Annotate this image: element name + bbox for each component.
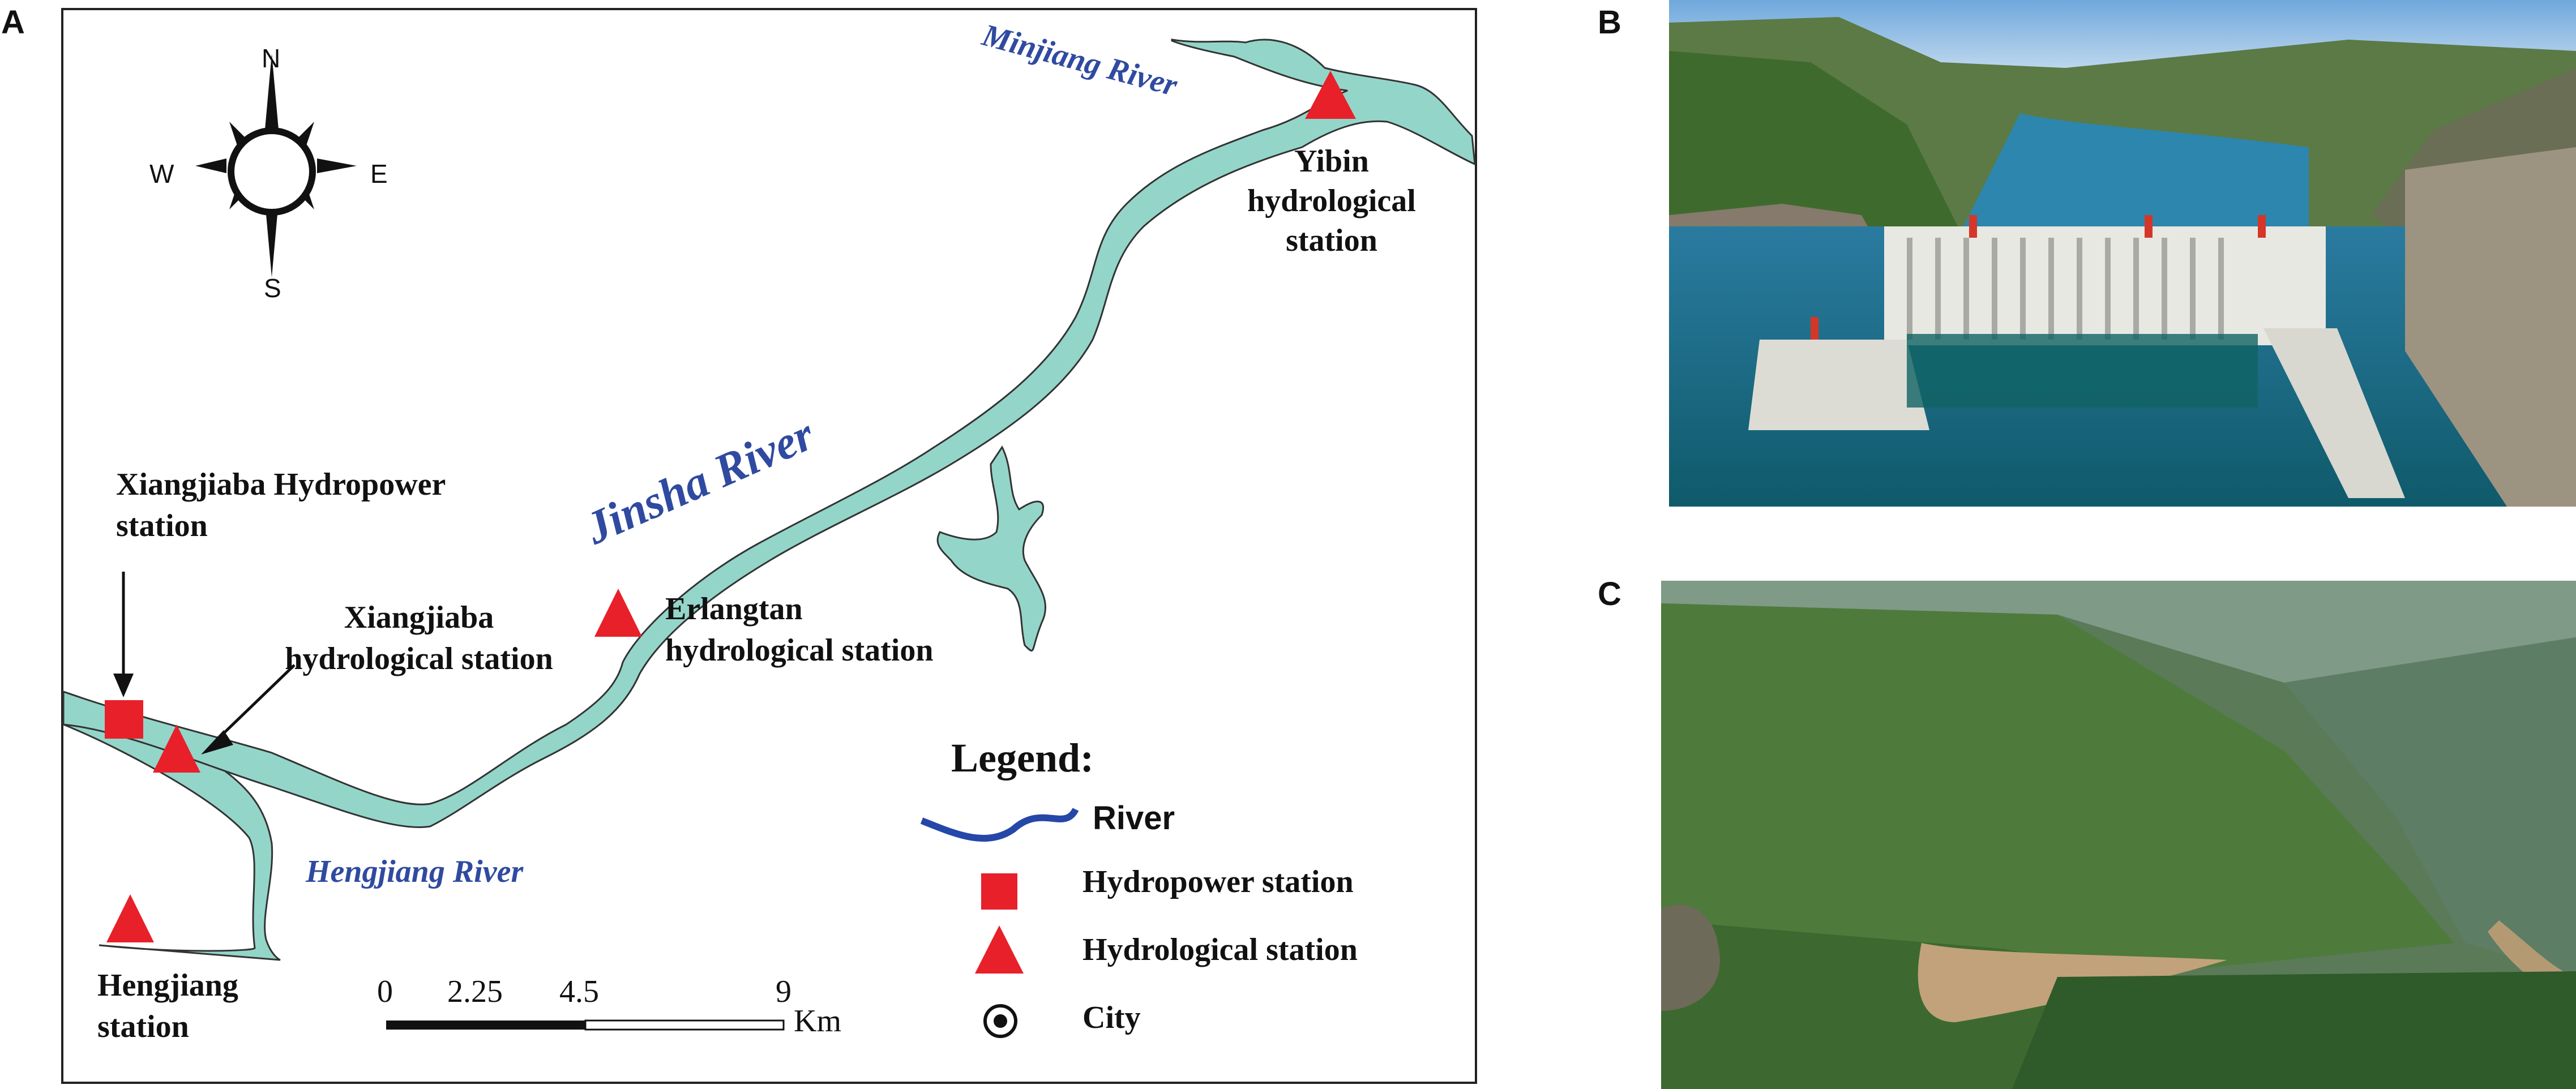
hengjiang-river-label: Hengjiang River (306, 854, 524, 889)
scale-tick-0: 0 (377, 974, 393, 1009)
dam-photo (1669, 0, 2576, 507)
legend-title: Legend: (951, 735, 1094, 781)
compass-rose-icon (195, 54, 357, 277)
erlangtan-station-label: Erlangtan hydrological station (665, 591, 934, 668)
map-frame (61, 8, 1477, 1084)
hydropower-arrow (113, 572, 134, 697)
xiangjiaba-hydropower-marker (105, 700, 143, 739)
compass-w: W (149, 159, 174, 188)
legend-item-hydrological: Hydrological station (1082, 932, 1358, 967)
triangle-marker-icon (975, 925, 1024, 974)
xiangjiaba-hydrological-marker (153, 724, 200, 773)
yibin-station-label: Yibin hydrological station (1247, 144, 1416, 258)
compass-n: N (262, 44, 281, 73)
erlangtan-station-marker (594, 589, 642, 637)
legend-item-hydropower: Hydropower station (1082, 864, 1354, 899)
xiangjiaba-hydrological-label: Xiangjiaba hydrological station (285, 600, 553, 676)
scale-tick-2-25: 2.25 (447, 974, 503, 1009)
yibin-station-marker (1305, 71, 1356, 119)
legend-item-river: River (1093, 800, 1175, 837)
river-main (62, 38, 1476, 829)
scale-tick-9: 9 (776, 974, 791, 1009)
panel-label-c: C (1598, 576, 1621, 612)
hengjiang-station-marker (106, 894, 154, 942)
gorge-photo (1661, 581, 2576, 1089)
compass-e: E (370, 159, 388, 188)
scale-bar (386, 1019, 785, 1031)
river-line-icon (920, 807, 1079, 842)
compass-s: S (264, 273, 281, 303)
scale-tick-4-5: 4.5 (559, 974, 599, 1009)
hengjiang-station-label: Hengjiang station (97, 968, 238, 1044)
panel-label-b: B (1598, 4, 1621, 41)
river-branch (936, 445, 1047, 652)
hydrological-arrow (201, 664, 296, 754)
panel-label-a: A (1, 4, 25, 41)
xiangjiaba-hydropower-label: Xiangjiaba Hydropower station (116, 467, 446, 543)
legend-item-city: City (1082, 1000, 1141, 1035)
city-icon (983, 1004, 1017, 1038)
scale-unit: Km (794, 1004, 841, 1039)
square-marker-icon (981, 873, 1017, 910)
